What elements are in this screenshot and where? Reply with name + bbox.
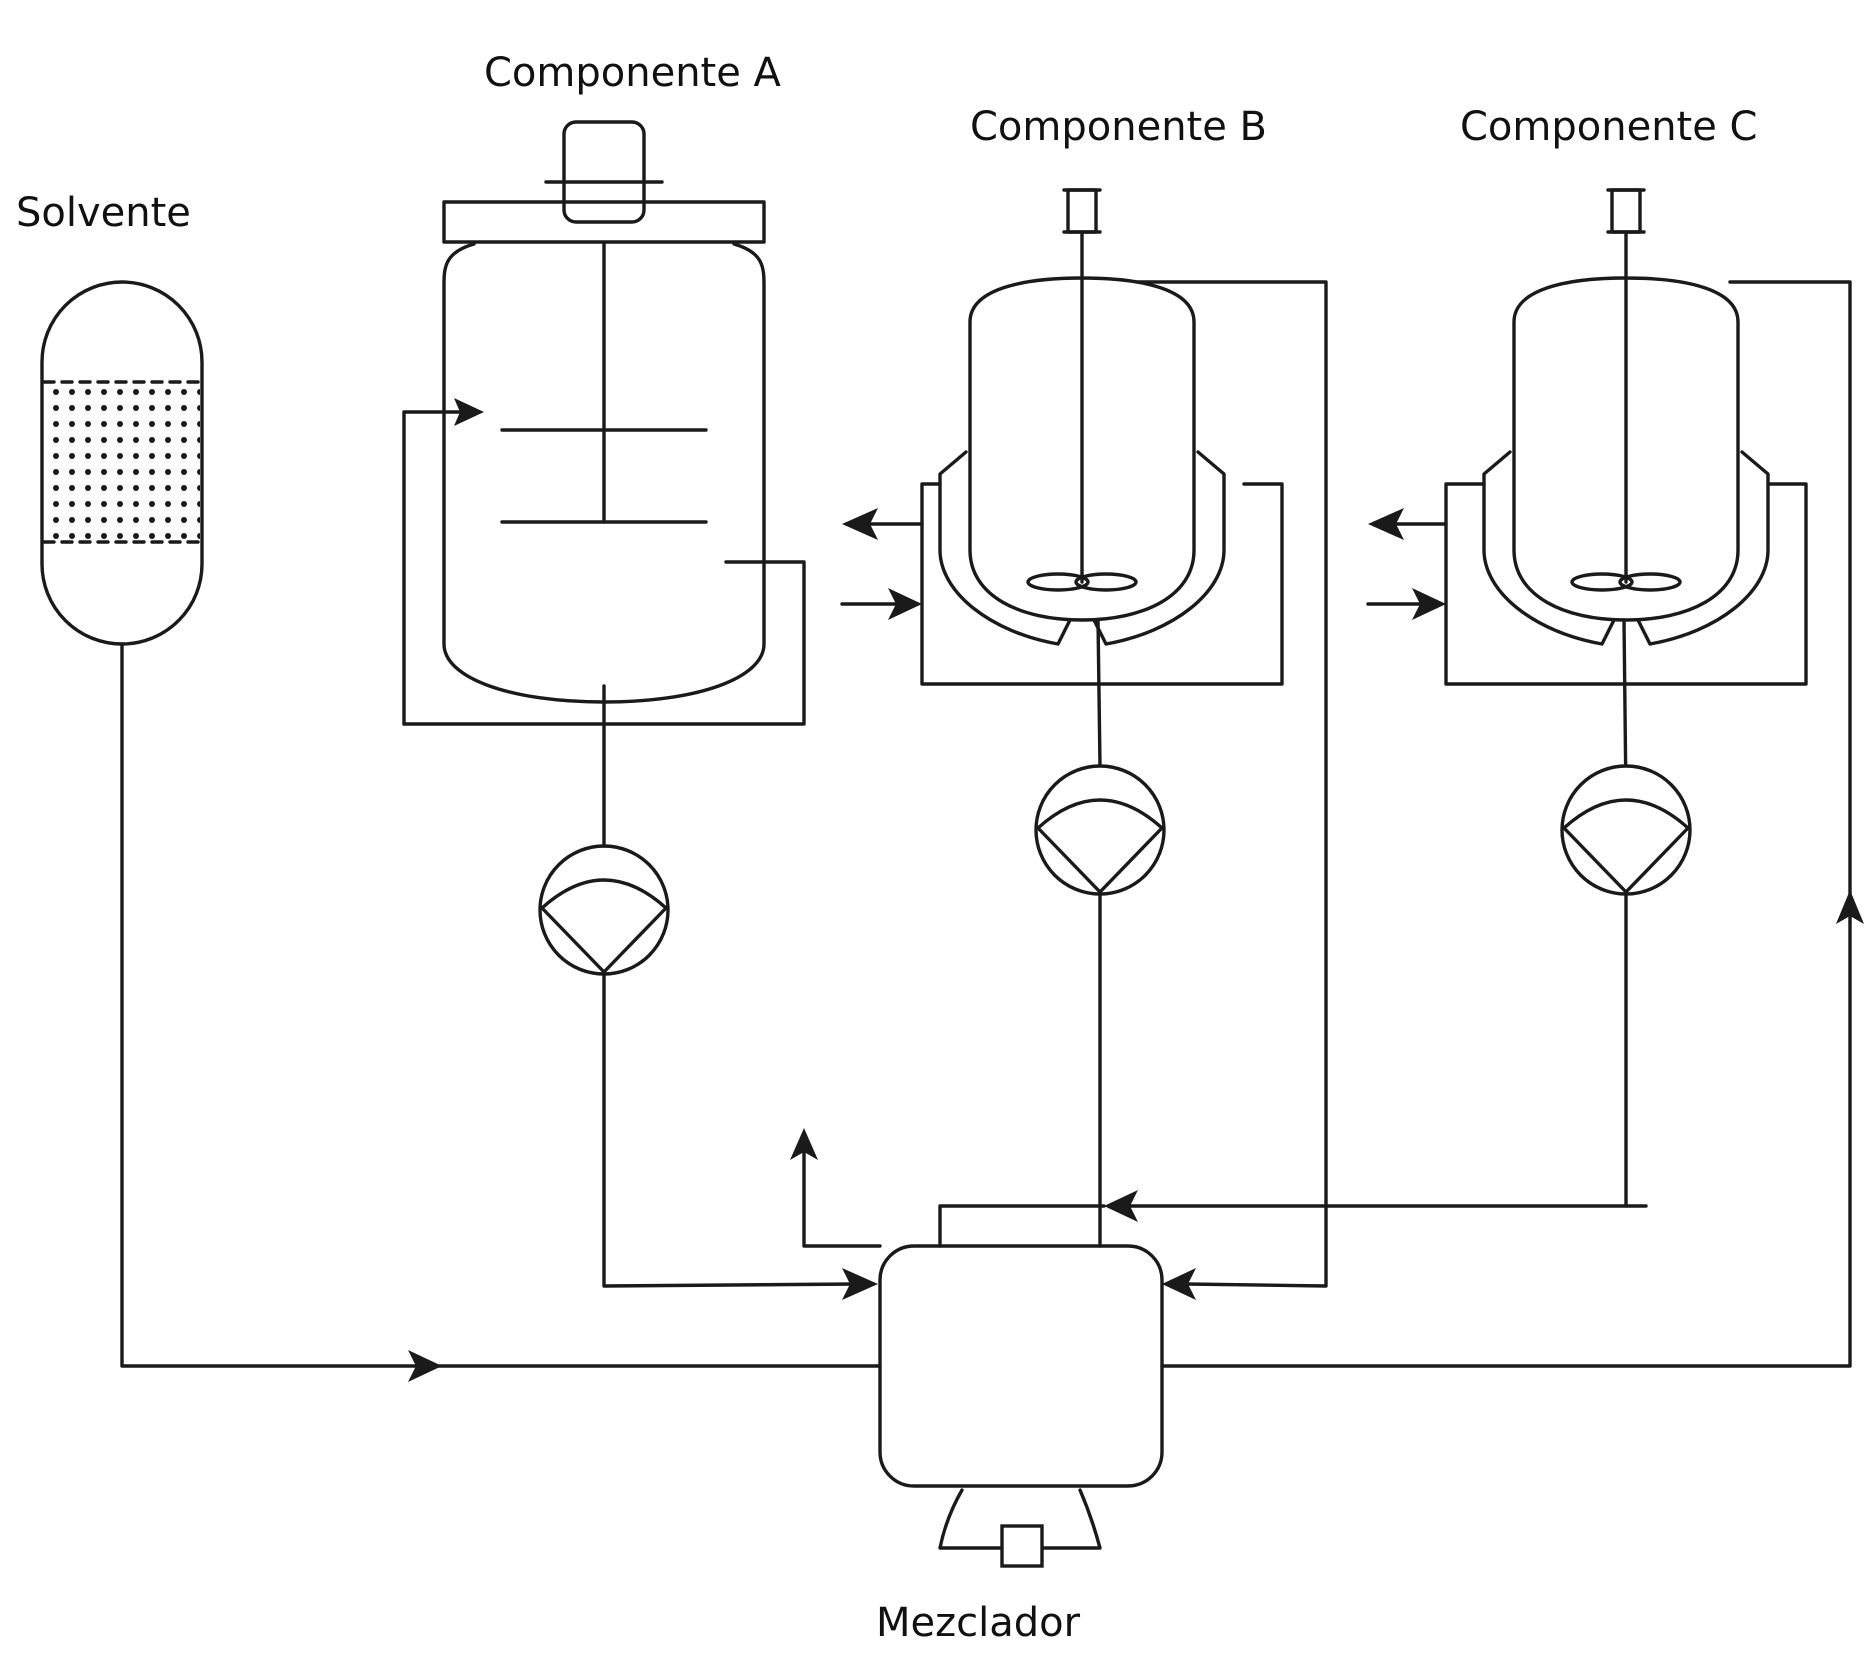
pipe-b-return — [1136, 280, 1328, 1288]
mixer-motor-icon — [1000, 1524, 1044, 1568]
pump-c — [1560, 764, 1692, 896]
pipe-solvent-to-mixer — [120, 642, 882, 1368]
coupling-icon-c — [1610, 188, 1642, 234]
pipe-recirc-a — [802, 1144, 882, 1248]
mixer — [878, 1244, 1164, 1568]
pump-b — [1034, 764, 1166, 896]
solvent-tank — [40, 280, 204, 646]
pipe-mixer-to-c — [1160, 920, 1852, 1368]
componente-c-label: Componente C — [1460, 104, 1757, 150]
reactor-b — [840, 188, 1284, 768]
solvente-label: Solvente — [16, 190, 191, 236]
componente-a-label: Componente A — [484, 50, 782, 96]
reactor-c — [1366, 188, 1808, 802]
coupling-icon — [1066, 188, 1098, 234]
packed-bed — [44, 382, 200, 542]
componente-b-label: Componente B — [970, 104, 1267, 150]
reactor-a — [402, 120, 806, 726]
pipe-pump-c-to-mixer — [1124, 892, 1628, 1208]
motor-icon — [562, 120, 646, 224]
pipe-pump-a-to-mixer — [602, 972, 858, 1288]
pump-a — [538, 844, 670, 976]
mezclador-label: Mezclador — [876, 1600, 1081, 1646]
